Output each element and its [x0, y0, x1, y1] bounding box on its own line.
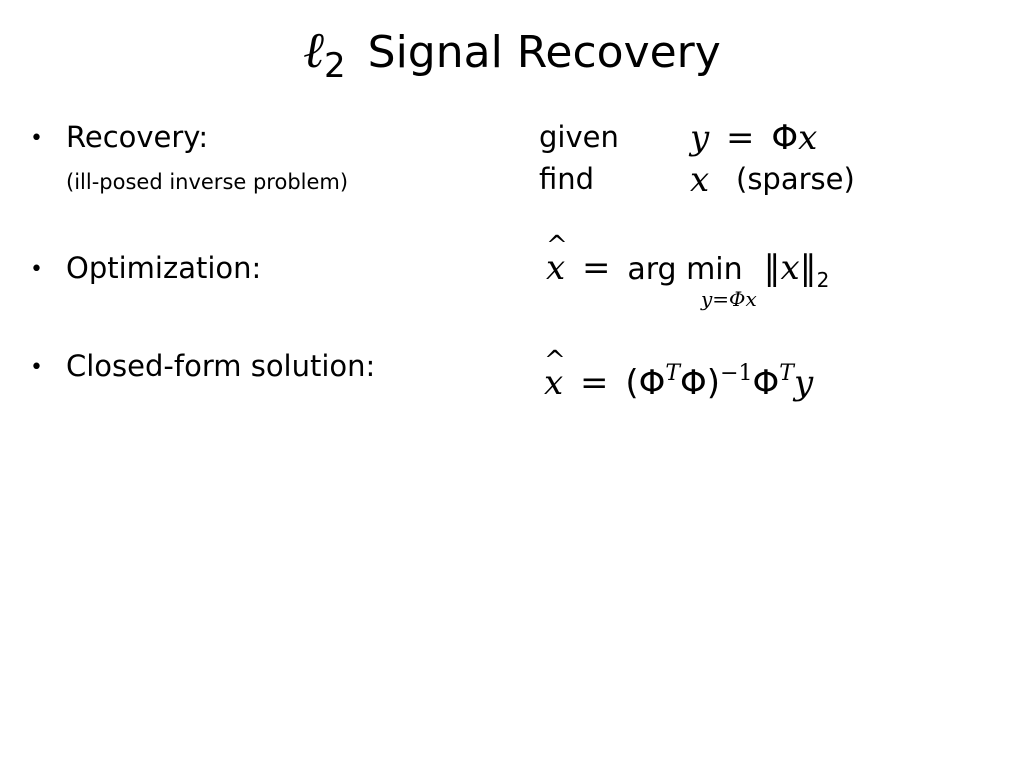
- find-variable: x: [690, 160, 710, 200]
- sparse-note: (sparse): [736, 162, 855, 196]
- l2-symbol: ℓ2: [303, 21, 346, 86]
- bullet-dot-closed-form: •: [30, 355, 43, 380]
- bullet-dot-recovery: •: [30, 126, 43, 151]
- title-text: Signal Recovery: [367, 27, 721, 78]
- measurement-equation: y = Φx: [690, 118, 818, 158]
- page-title: ℓ2 Signal Recovery: [0, 18, 1024, 86]
- closed-form-label: Closed-form solution:: [66, 349, 376, 383]
- optimization-equation: ^x = arg min ‖x‖2: [546, 231, 830, 292]
- recovery-label: Recovery:: [66, 120, 209, 154]
- x-hat: ^x: [544, 346, 566, 403]
- x-hat: ^x: [546, 231, 568, 288]
- bullet-dot-optimization: •: [30, 257, 43, 282]
- optimization-label: Optimization:: [66, 251, 262, 285]
- find-keyword: find: [539, 162, 595, 196]
- recovery-sublabel: (ill-posed inverse problem): [66, 170, 349, 194]
- given-keyword: given: [539, 120, 619, 154]
- argmin-constraint: y=Φx: [701, 287, 757, 311]
- closed-form-equation: ^x = (ΦTΦ)−1ΦTy: [544, 346, 814, 403]
- argmin-operator: arg min: [627, 252, 743, 287]
